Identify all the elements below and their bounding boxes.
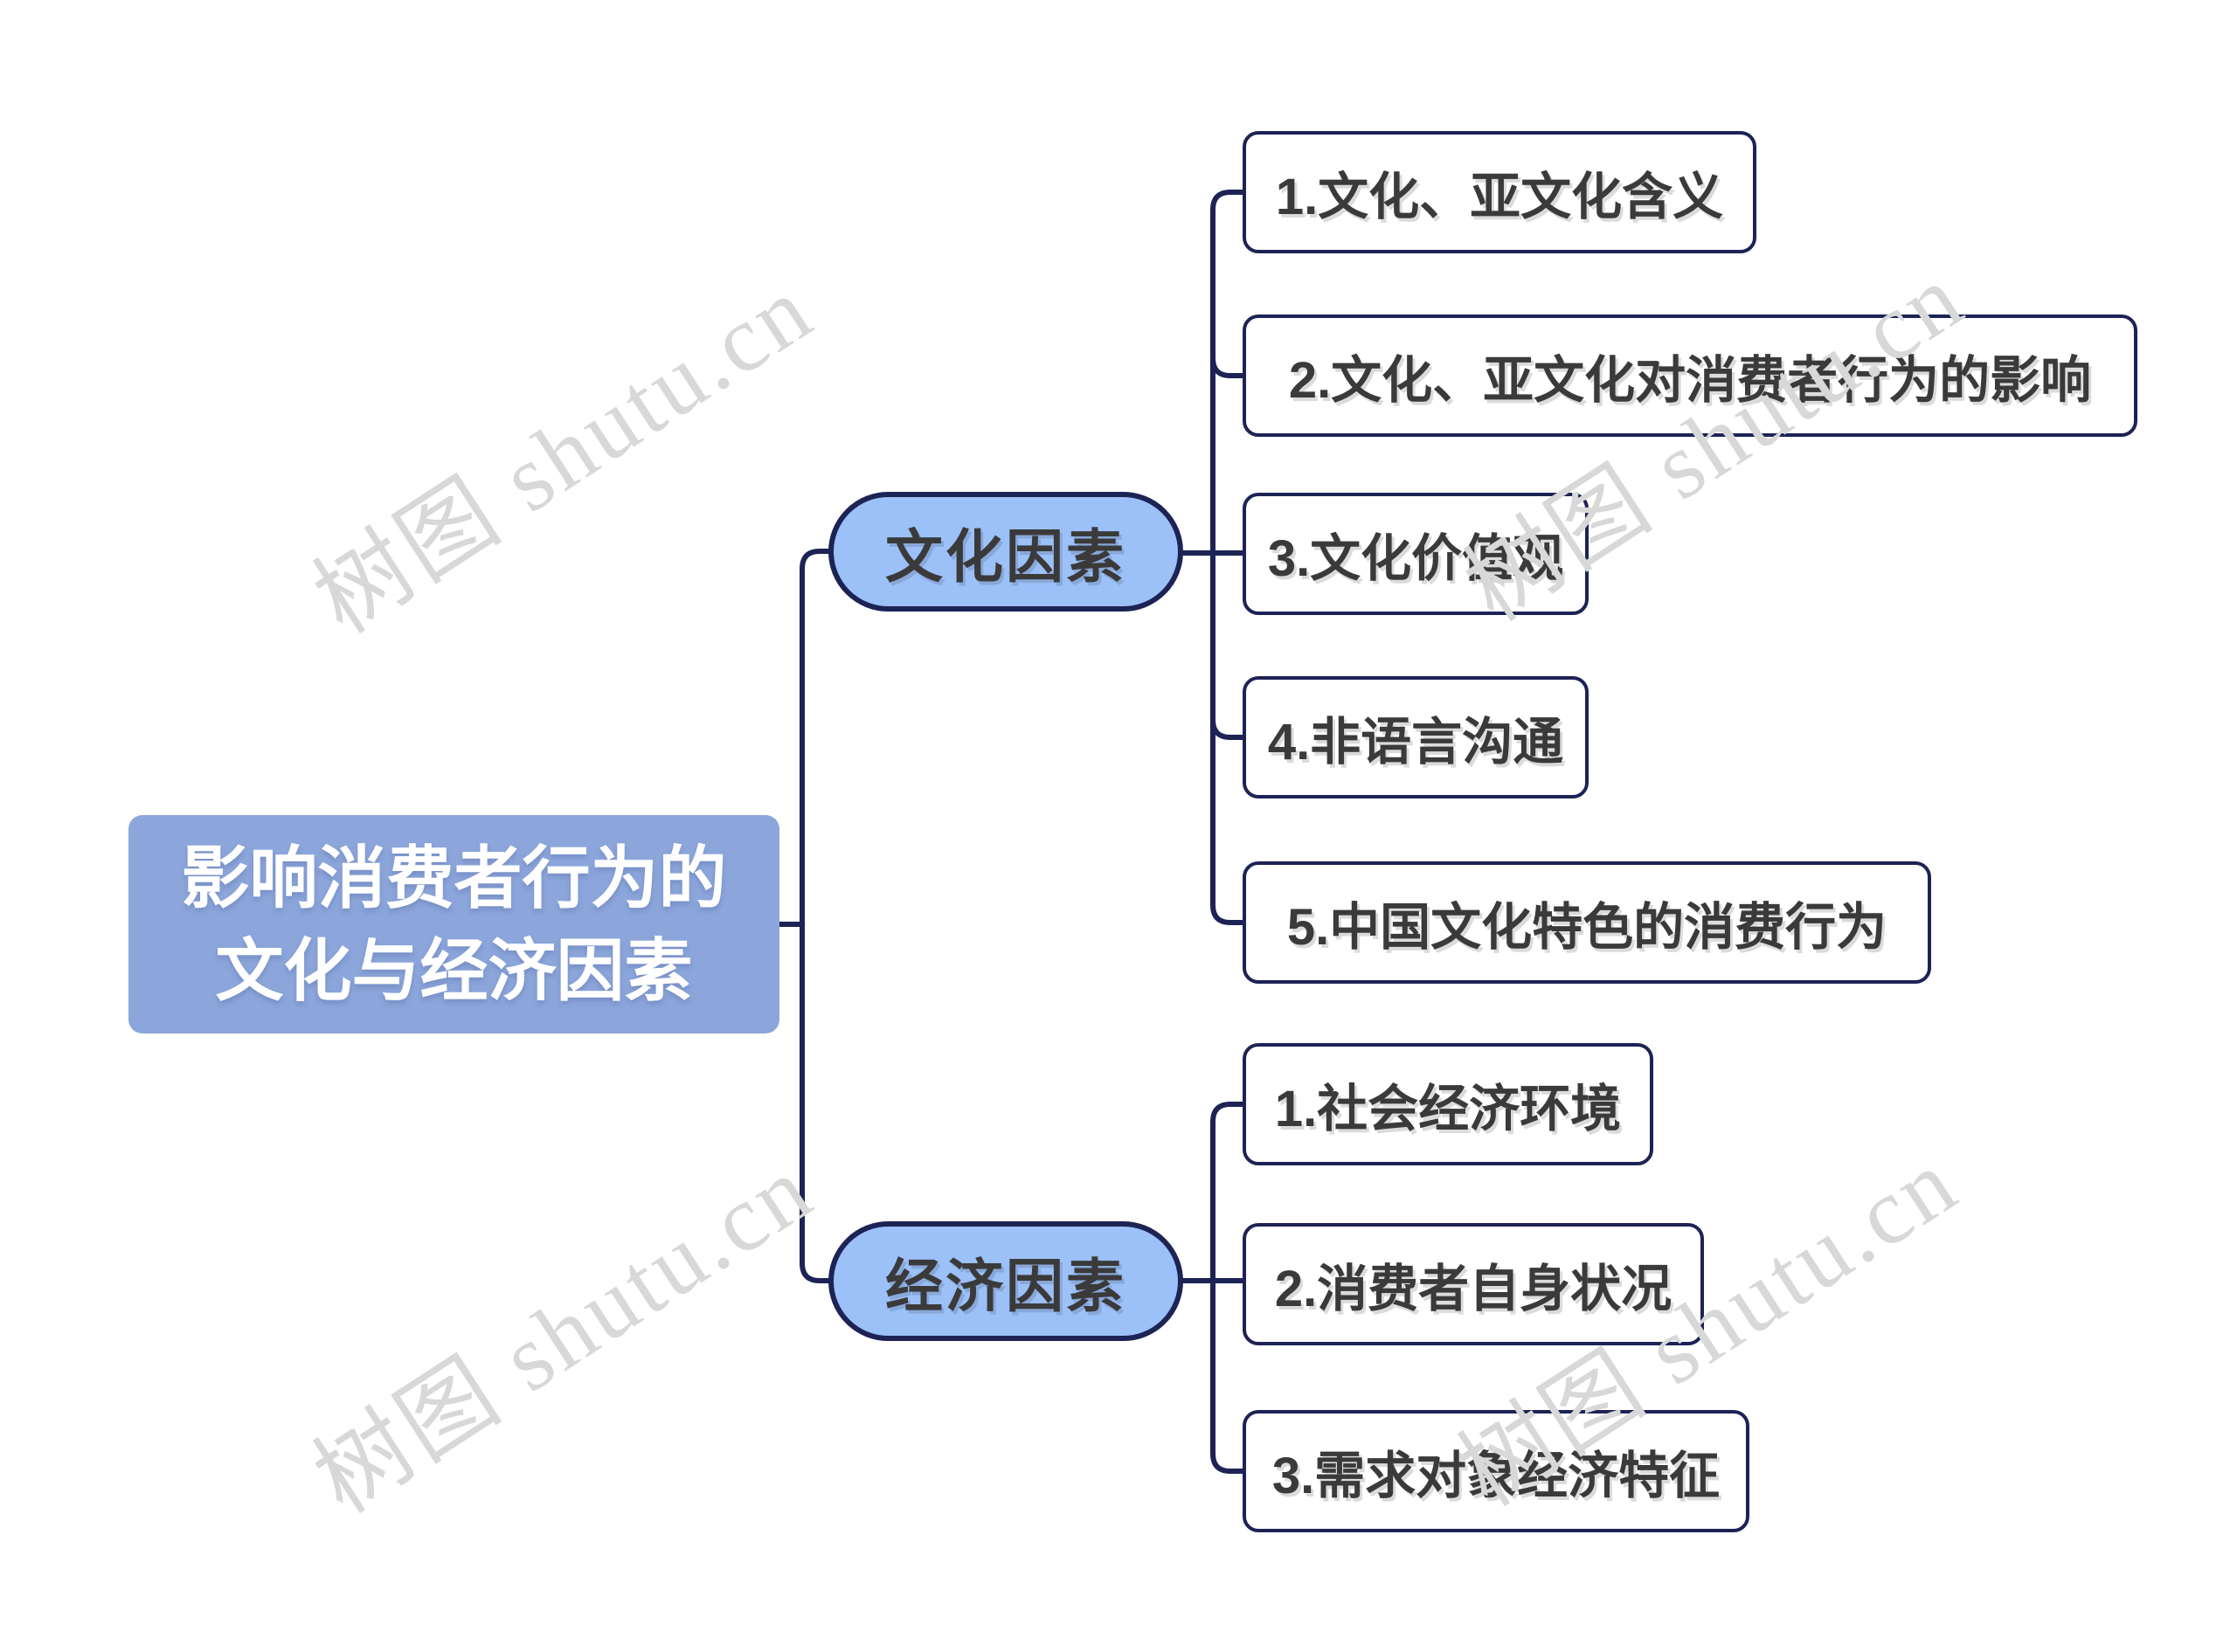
leaf-node-economic-3[interactable]: 3.需求对象经济特征 [1243,1410,1749,1532]
root-node-line1: 影响消费者行为的 [181,840,727,916]
leaf-node-culture-1[interactable]: 1.文化、亚文化含义 [1243,131,1756,253]
connector-main-trunk [800,549,831,1283]
connector-culture-child4 [1210,717,1245,740]
leaf-node-economic-2[interactable]: 2.消费者自身状况 [1243,1223,1704,1345]
branch-node-economic[interactable]: 经济因素 [828,1221,1183,1341]
connector-culture-child2 [1210,356,1245,378]
leaf-node-culture-5[interactable]: 5.中国文化特色的消费行为 [1243,861,1931,984]
connector-culture-trunk [1210,190,1245,925]
leaf-node-culture-3[interactable]: 3.文化价值观 [1243,493,1589,615]
leaf-node-culture-4[interactable]: 4.非语言沟通 [1243,676,1589,798]
leaf-node-culture-2[interactable]: 2.文化、亚文化对消费者行为的影响 [1243,315,2137,437]
root-node[interactable]: 影响消费者行为的 文化与经济因素 [128,815,779,1033]
root-node-line2: 文化与经济因素 [215,932,693,1009]
branch-node-culture[interactable]: 文化因素 [828,492,1183,612]
connector-economic-trunk [1210,1102,1245,1474]
leaf-node-economic-1[interactable]: 1.社会经济环境 [1243,1043,1653,1165]
